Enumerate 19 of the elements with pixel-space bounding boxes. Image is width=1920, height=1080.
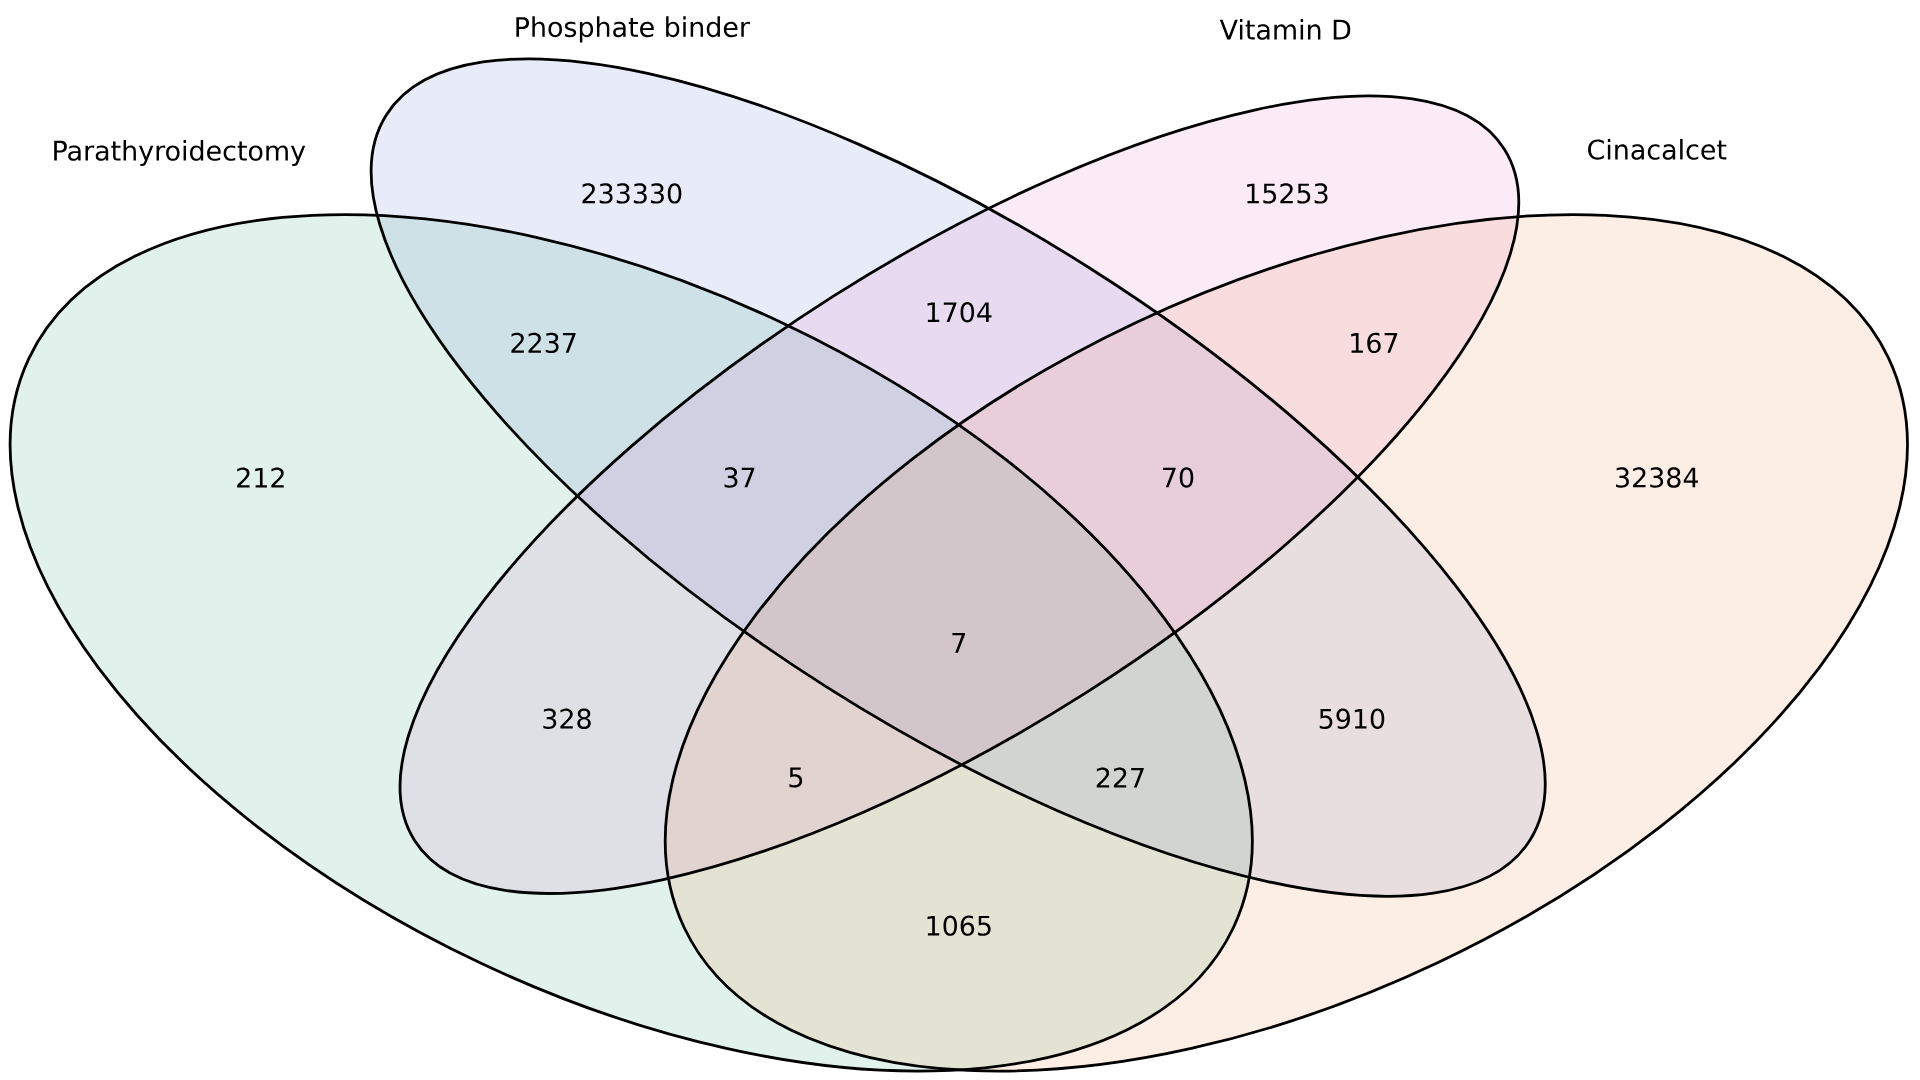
region-count: 212: [237, 467, 284, 488]
region-count: 32384: [1616, 467, 1698, 488]
region-count: 15253: [1247, 183, 1328, 204]
node-label: Phosphate binder: [516, 16, 750, 43]
region-count: 70: [1163, 467, 1194, 488]
region-count: 1704: [927, 302, 992, 323]
region-count: 227: [1096, 767, 1144, 788]
node-label: Cinacalcet: [1588, 138, 1727, 160]
node-label: Parathyroidectomy: [54, 140, 306, 167]
region-count: 5: [789, 767, 803, 788]
region-count: 7: [952, 633, 966, 653]
region-count: 167: [1351, 332, 1398, 353]
region-count: 1065: [927, 915, 991, 936]
region-count: 37: [724, 467, 755, 488]
region-count: 5910: [1319, 708, 1385, 729]
region-count: 328: [543, 708, 591, 729]
node-label: Vitamin D: [1219, 18, 1351, 40]
region-count: 2237: [511, 332, 576, 353]
region-count: 233330: [582, 183, 682, 204]
